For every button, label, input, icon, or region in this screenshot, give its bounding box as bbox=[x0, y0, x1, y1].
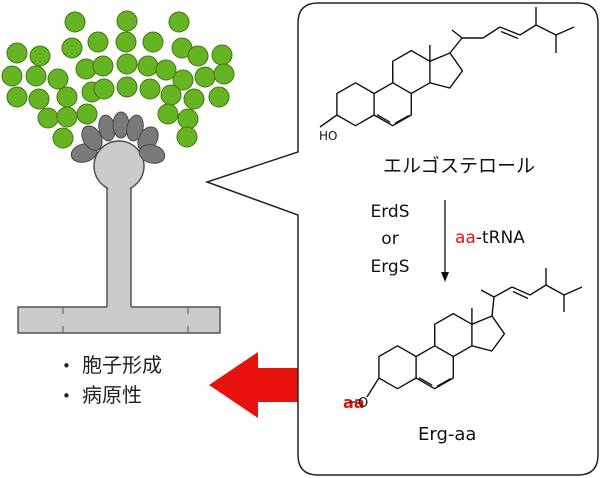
hypha bbox=[17, 306, 221, 334]
hydroxyl-label: HO bbox=[319, 129, 337, 143]
erg-aa-oxygen-label: O bbox=[358, 396, 368, 411]
enzyme-or: or bbox=[381, 229, 398, 249]
ergosterol-name: エルゴステロール bbox=[383, 155, 535, 177]
erg-aa-structure bbox=[366, 268, 583, 398]
bullet-sporulation: 胞子形成 bbox=[82, 353, 162, 377]
ergosterol-structure bbox=[319, 7, 575, 128]
enzyme-erds: ErdS bbox=[370, 202, 409, 222]
bullet-marker: • bbox=[62, 357, 71, 375]
bullet-pathogenicity: 病原性 bbox=[82, 383, 142, 407]
conidiophore-illustration bbox=[1, 10, 235, 334]
bullet-marker: • bbox=[62, 387, 71, 405]
cosubstrate-label: aa-tRNA bbox=[455, 228, 525, 248]
phialides bbox=[70, 111, 166, 164]
erg-aa-name: Erg-aa bbox=[418, 424, 476, 445]
red-arrow-left bbox=[209, 352, 307, 418]
cosubstrate-trna: -tRNA bbox=[476, 228, 525, 248]
vesicle bbox=[93, 140, 145, 192]
reaction-arrowhead bbox=[441, 272, 449, 282]
conidia bbox=[1, 10, 235, 149]
enzyme-ergs: ErgS bbox=[370, 257, 409, 277]
hypha-septa bbox=[62, 307, 189, 333]
cosubstrate-aa: aa bbox=[455, 228, 476, 248]
stalk bbox=[107, 172, 131, 308]
phenotype-list: • 胞子形成 • 病原性 bbox=[62, 353, 162, 407]
callout-bubble bbox=[204, 2, 599, 476]
